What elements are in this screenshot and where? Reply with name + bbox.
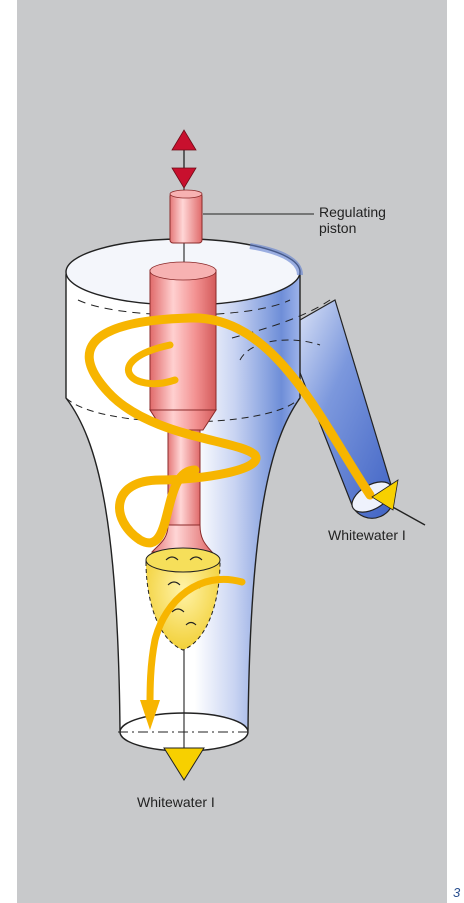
- piston-adjust-arrows: [172, 130, 196, 188]
- outlet-arrow: [164, 748, 204, 780]
- regulating-piston-label-line2: piston: [319, 220, 386, 236]
- inlet-label: Whitewater I: [328, 527, 406, 543]
- regulating-piston-label: Regulating piston: [319, 204, 386, 236]
- regulating-piston-label-line1: Regulating: [319, 204, 386, 220]
- inlet-pipe: [295, 300, 397, 518]
- outlet-label: Whitewater I: [137, 794, 215, 810]
- page-number: 3: [453, 885, 460, 900]
